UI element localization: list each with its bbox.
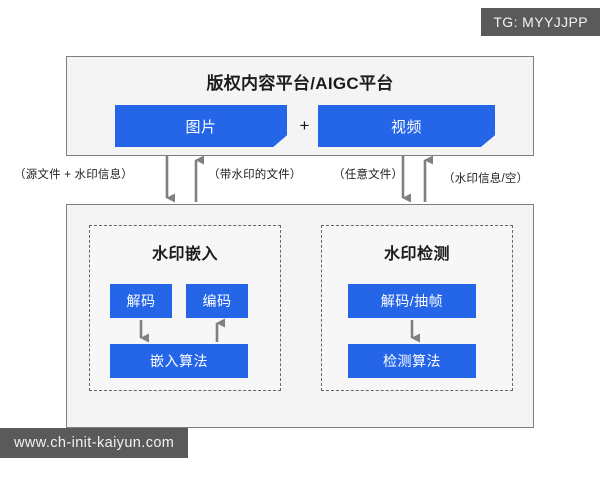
node-detection-algorithm: 检测算法 (348, 344, 476, 378)
flow-label-any-file: （任意文件） (333, 169, 404, 181)
flow-label-watermark-info-or-empty: （水印信息/空） (443, 173, 529, 185)
node-decode: 解码 (110, 284, 172, 318)
plus-separator: + (299, 116, 310, 135)
watermark-embedding-title: 水印嵌入 (151, 246, 218, 263)
telegram-watermark-badge: TG: MYYJJPP (481, 8, 600, 36)
watermark-detection-group: 水印检测 解码/抽帧 检测算法 (321, 225, 513, 391)
site-watermark-badge: www.ch-init-kaiyun.com (0, 428, 189, 458)
watermark-system-panel: 水印嵌入 解码 编码 嵌入算法 水印检测 解码/抽帧 检测算法 (66, 204, 534, 428)
node-embed-algorithm: 嵌入算法 (110, 344, 248, 378)
node-decode-extract-frame: 解码/抽帧 (348, 284, 476, 318)
flow-label-watermarked-file: （带水印的文件） (208, 169, 302, 181)
watermark-embedding-group: 水印嵌入 解码 编码 嵌入算法 (89, 225, 281, 391)
platform-item-video: 视频 (318, 105, 495, 147)
platform-panel: 版权内容平台/AIGC平台 图片 + 视频 (66, 56, 534, 156)
platform-title: 版权内容平台/AIGC平台 (206, 74, 394, 93)
node-encode: 编码 (186, 284, 248, 318)
platform-item-image: 图片 (115, 105, 287, 147)
flow-label-source-plus-watermark: （源文件 + 水印信息） (14, 169, 134, 181)
watermark-detection-title: 水印检测 (383, 246, 450, 263)
